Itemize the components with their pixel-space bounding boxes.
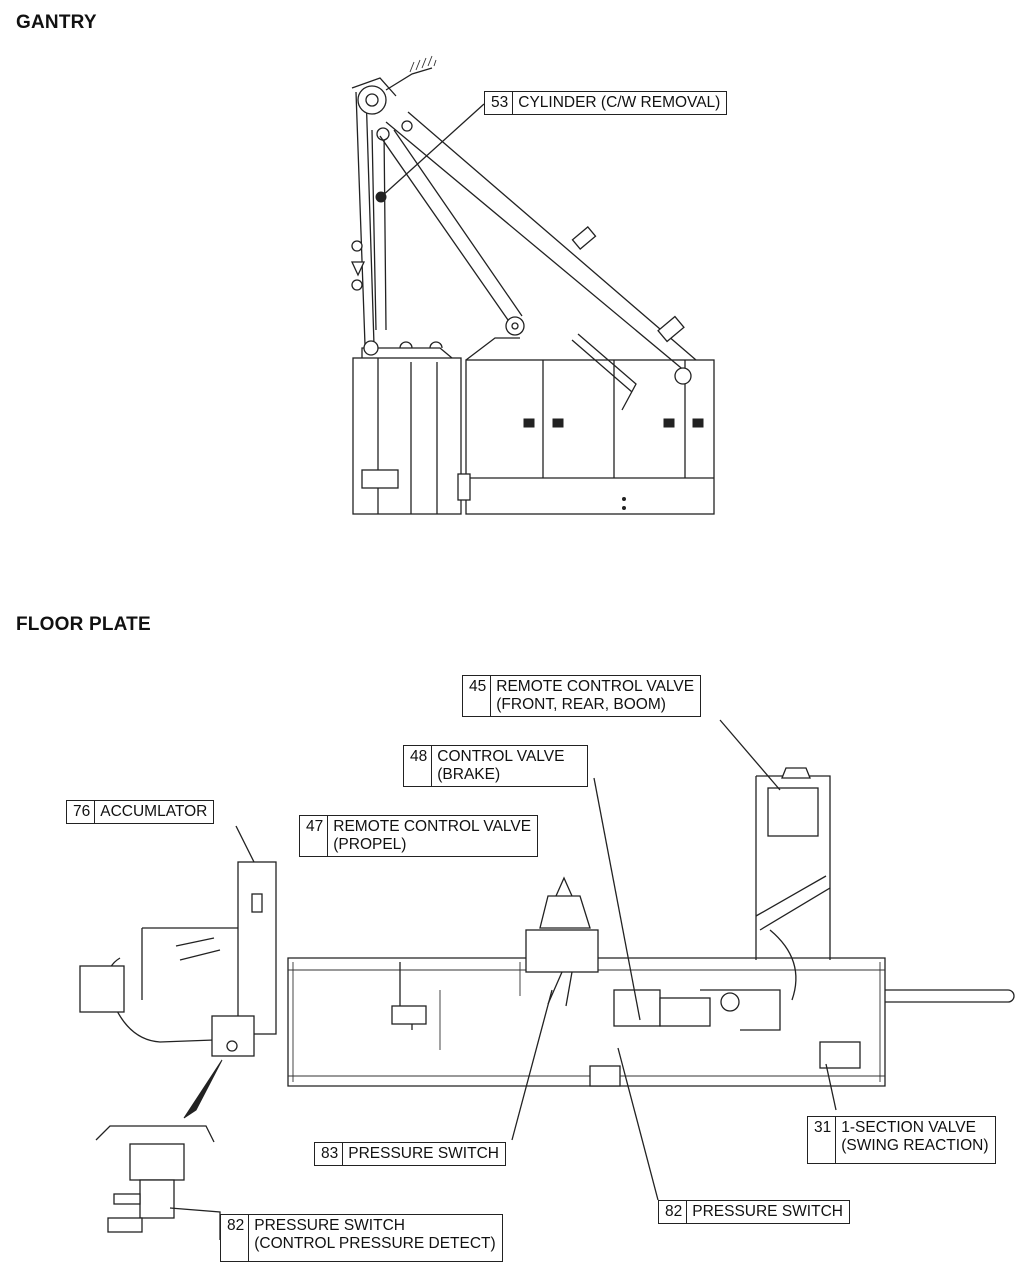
callout-31-section-valve: 31 1-SECTION VALVE (SWING REACTION) <box>807 1116 996 1164</box>
callout-number: 76 <box>67 801 96 823</box>
callout-sublabel: (FRONT, REAR, BOOM) <box>496 696 666 713</box>
floor-plate-section-title: FLOOR PLATE <box>16 614 151 635</box>
callout-label: REMOTE CONTROL VALVE <box>496 678 695 695</box>
callout-label: 1-SECTION VALVE <box>841 1119 976 1136</box>
callout-sublabel: (CONTROL PRESSURE DETECT) <box>254 1235 496 1252</box>
callout-sublabel: (SWING REACTION) <box>841 1137 989 1154</box>
callout-number: 31 <box>808 1117 837 1163</box>
callout-number: 83 <box>315 1143 344 1165</box>
callout-number: 53 <box>485 92 514 114</box>
callout-sublabel: (BRAKE) <box>437 766 501 783</box>
callout-83-pressure-switch: 83 PRESSURE SWITCH <box>314 1142 506 1166</box>
callout-number: 82 <box>221 1215 250 1261</box>
leader-lines <box>169 103 837 1240</box>
callout-82-pressure-switch-control-detect: 82 PRESSURE SWITCH (CONTROL PRESSURE DET… <box>220 1214 503 1262</box>
callout-53-cylinder: 53 CYLINDER (C/W REMOVAL) <box>484 91 728 115</box>
callout-76-accumulator: 76 ACCUMLATOR <box>66 800 215 824</box>
gantry-drawing <box>350 55 715 515</box>
gantry-section-title: GANTRY <box>16 12 97 33</box>
callout-number: 45 <box>463 676 492 716</box>
callout-label: ACCUMLATOR <box>100 803 208 820</box>
callout-number: 47 <box>300 816 329 856</box>
callout-label: REMOTE CONTROL VALVE <box>333 818 532 835</box>
callout-number: 82 <box>659 1201 688 1223</box>
callout-label: PRESSURE SWITCH <box>254 1217 405 1234</box>
callout-47-remote-control-valve: 47 REMOTE CONTROL VALVE (PROPEL) <box>299 815 539 857</box>
callout-label: CONTROL VALVE <box>437 748 565 765</box>
callout-label: CYLINDER (C/W REMOVAL) <box>518 94 721 111</box>
callout-label: PRESSURE SWITCH <box>348 1145 499 1162</box>
floor-plate-drawing <box>79 767 1015 1233</box>
callout-sublabel: (PROPEL) <box>333 836 407 853</box>
callout-45-remote-control-valve: 45 REMOTE CONTROL VALVE (FRONT, REAR, BO… <box>462 675 702 717</box>
callout-label: PRESSURE SWITCH <box>692 1203 843 1220</box>
callout-48-control-valve: 48 CONTROL VALVE (BRAKE) <box>403 745 589 787</box>
callout-number: 48 <box>404 746 433 786</box>
callout-82-pressure-switch: 82 PRESSURE SWITCH <box>658 1200 850 1224</box>
